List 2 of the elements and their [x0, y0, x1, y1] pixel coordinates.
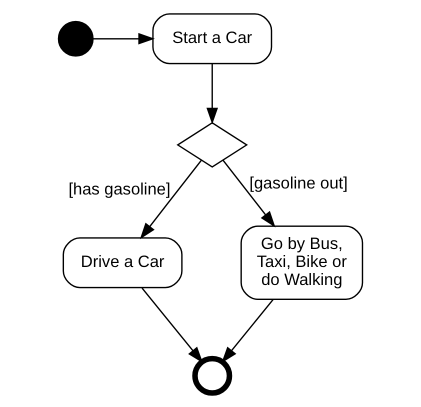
edge-label: [gasoline out] [249, 174, 348, 193]
edge-label: [has gasoline] [68, 179, 170, 198]
